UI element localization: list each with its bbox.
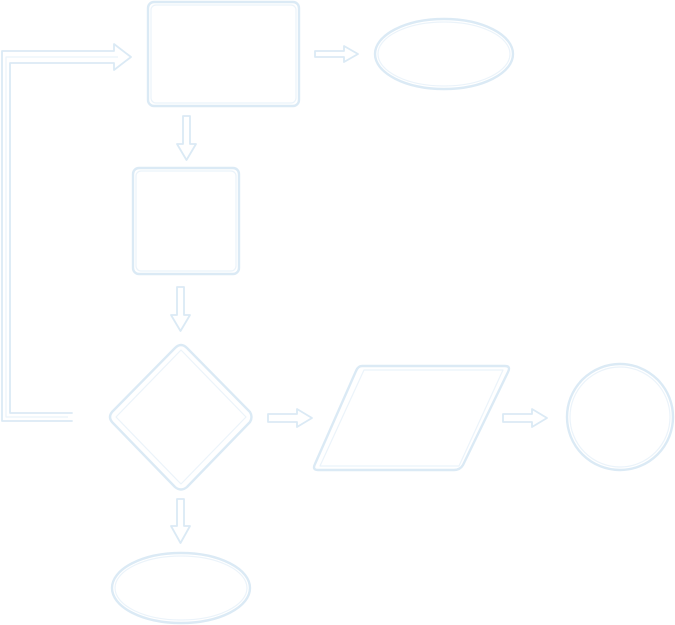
- edge-process-top-to-terminal-top-right: [314, 45, 359, 63]
- edge-decision-to-terminal-bottom: [170, 498, 191, 544]
- node-terminal-top-right: [373, 17, 515, 91]
- node-terminal-bottom: [110, 551, 252, 625]
- node-process-middle: [131, 166, 241, 276]
- node-connector: [565, 362, 675, 472]
- edge-decision-to-data-io: [267, 408, 313, 428]
- edge-data-io-to-connector: [502, 408, 548, 428]
- node-process-top: [146, 0, 301, 108]
- node-decision: [108, 343, 253, 491]
- edge-decision-loop-to-process-top: [1, 43, 132, 422]
- node-data-io: [312, 364, 511, 472]
- edge-process-top-to-process-middle: [176, 115, 197, 161]
- edge-loop-inner-line: [5, 56, 118, 418]
- edge-process-middle-to-decision: [170, 286, 191, 332]
